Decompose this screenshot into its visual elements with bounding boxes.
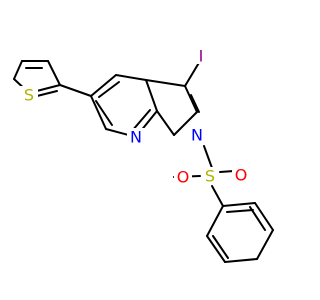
bond <box>173 111 198 136</box>
bond <box>59 84 92 97</box>
pyridine-nitrogen-label: N <box>130 128 142 147</box>
bond <box>47 60 61 86</box>
bond <box>219 170 235 173</box>
bond <box>184 85 198 113</box>
sulfonyl-oxygen-left-label: O <box>177 168 190 187</box>
bond <box>145 79 158 112</box>
pyrrole-nitrogen-atom: N <box>188 126 206 145</box>
structure-diagram: I S N N S O <box>13 47 274 263</box>
bond <box>145 79 186 87</box>
iodine-atom: I <box>194 47 208 66</box>
bond <box>90 74 117 97</box>
bond <box>212 235 229 259</box>
bond <box>190 94 200 113</box>
bond <box>254 202 274 231</box>
bond <box>222 202 256 207</box>
sulfonyl-oxygen-right-label: O <box>235 166 248 185</box>
pyrrole-nitrogen-label: N <box>191 126 203 145</box>
bond <box>203 145 213 169</box>
bond <box>36 90 58 97</box>
iodine-label: I <box>199 47 204 66</box>
pyridine-nitrogen-atom: N <box>127 128 145 147</box>
bond <box>13 60 23 80</box>
bond <box>184 60 201 87</box>
bond <box>226 209 254 213</box>
bond <box>95 100 113 126</box>
bond-layer <box>13 60 274 263</box>
bond <box>115 74 147 81</box>
molecule-canvas: I S N N S O <box>13 47 274 263</box>
bond <box>156 110 175 136</box>
atom-layer: I S N N S O <box>20 47 250 187</box>
bond <box>256 229 274 260</box>
bond <box>206 205 224 237</box>
bond <box>206 235 226 263</box>
bond <box>224 258 258 263</box>
thiophene-sulfur-atom: S <box>20 86 38 105</box>
sulfonyl-oxygen-left-atom: O <box>174 168 192 187</box>
sulfonyl-sulfur-atom: S <box>201 167 219 186</box>
sulfonyl-sulfur-label: S <box>205 167 215 186</box>
bond <box>131 109 151 132</box>
bond <box>211 185 224 207</box>
bond <box>90 95 107 130</box>
thiophene-sulfur-label: S <box>24 86 34 105</box>
bond <box>98 81 120 98</box>
sulfonyl-oxygen-right-atom: O <box>232 166 250 185</box>
